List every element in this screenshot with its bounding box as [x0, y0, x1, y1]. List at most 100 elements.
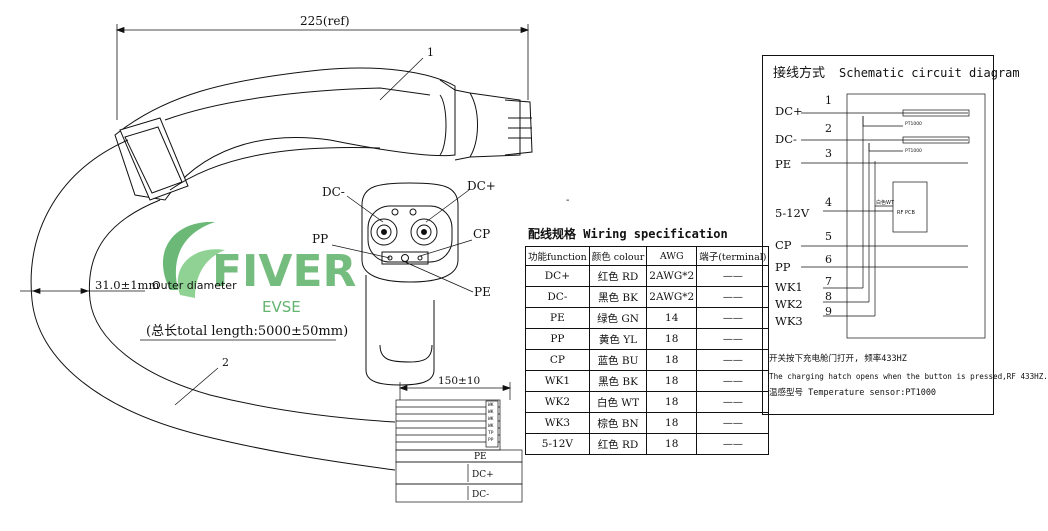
cell-terminal: —— [696, 391, 770, 413]
small-label-wk3: WK [488, 416, 494, 422]
pin-number: 7 [825, 275, 832, 288]
cell-terminal: —— [696, 433, 770, 455]
pin-number: 5 [825, 230, 832, 243]
schematic-title-en: Schematic circuit diagram [839, 66, 1020, 80]
wiring-header-terminal: 端子(terminal) [696, 246, 770, 266]
front-label-pe: PE [474, 285, 491, 299]
cell-colour: 红色 RD [588, 265, 648, 287]
note-hatch-en: The charging hatch opens when the button… [769, 372, 1048, 381]
cell-function: WK2 [525, 391, 590, 413]
charging-gun-side-view [114, 67, 533, 201]
cell-terminal: —— [696, 412, 770, 434]
wiring-table: 功能function 颜色 colour AWG 端子(terminal) DC… [525, 246, 770, 455]
cable-end-dc-plus: DC+ [472, 470, 494, 480]
small-label-tp: TP [488, 430, 494, 436]
small-label-wk4: WK [488, 423, 494, 429]
fiver-watermark-logo [162, 221, 225, 298]
white-wire-label: 白色WT [876, 199, 895, 206]
pt1000-label-1: PT1000 [905, 121, 922, 127]
note-sensor: 温感型号 Temperature sensor:PT1000 [769, 388, 937, 398]
outer-diameter-value: 31.0±1mm [95, 278, 159, 292]
cable-end-length: 150±10 [438, 375, 480, 387]
schematic-notes: 开关按下充电舱门打开, 频率433HZ The charging hatch o… [769, 351, 1048, 402]
front-label-dc-minus: DC- [322, 185, 345, 199]
watermark-sub: EVSE [262, 298, 301, 316]
pin-number: 8 [825, 290, 832, 303]
pin-label: PP [775, 260, 791, 274]
pin-label: WK1 [775, 280, 803, 294]
dash-mark: - [566, 195, 569, 206]
pin-label: PE [775, 157, 792, 171]
pin-number: 4 [825, 196, 832, 209]
cell-awg: 2AWG*2 [646, 286, 698, 308]
cell-function: PP [525, 328, 590, 350]
pin-label: DC+ [775, 104, 803, 118]
pin-number: 1 [825, 94, 832, 107]
cell-terminal: —— [696, 370, 770, 392]
pin-label: DC- [775, 132, 797, 146]
cell-function: DC- [525, 286, 590, 308]
cell-function: CP [525, 349, 590, 371]
top-dimension-label: 225(ref) [300, 14, 350, 28]
cell-awg: 2AWG*2 [646, 265, 698, 287]
small-label-wk2: WK [488, 409, 494, 415]
note-hatch-cn: 开关按下充电舱门打开, 频率433HZ [769, 354, 907, 364]
wiring-title: 配线规格 Wiring specification [528, 227, 728, 241]
rf-pcb-label: RF PCB [897, 210, 915, 216]
charging-cable [30, 139, 396, 471]
cell-function: DC+ [525, 265, 590, 287]
cell-function: PE [525, 307, 590, 329]
pin-label: 5-12V [775, 206, 810, 220]
cable-end-dimension [398, 382, 512, 400]
cell-awg: 14 [646, 307, 698, 329]
cell-function: WK1 [525, 370, 590, 392]
pin-number: 2 [825, 122, 832, 135]
cell-colour: 棕色 BN [588, 412, 648, 434]
cable-end-small-labels: WK WK WK WK TP PP [488, 402, 494, 443]
watermark-brand: FIVER [212, 246, 356, 297]
front-label-cp: CP [473, 227, 490, 241]
drawing-canvas: 225(ref) FIVER EVSE 1 2 31.0±1mm Outer d… [20, 14, 569, 503]
cell-colour: 黄色 YL [588, 328, 648, 350]
top-dimension [115, 24, 530, 120]
schematic-panel: 接线方式 Schematic circuit diagram [762, 55, 1048, 415]
cell-terminal: —— [696, 307, 770, 329]
outer-diameter-dimension [20, 288, 145, 294]
pin-label: CP [775, 238, 792, 252]
small-label-wk1: WK [488, 402, 494, 408]
front-label-pp: PP [312, 232, 328, 246]
pin-label: WK2 [775, 297, 803, 311]
cell-awg: 18 [646, 412, 698, 434]
connector-front-view [361, 182, 459, 386]
cell-function: WK3 [525, 412, 590, 434]
cell-colour: 白色 WT [588, 391, 648, 413]
cell-awg: 18 [646, 328, 698, 350]
pt1000-label-2: PT1000 [905, 148, 922, 154]
cable-end-wires [395, 399, 523, 503]
front-leader-lines [331, 189, 474, 293]
part-2-number: 2 [222, 356, 229, 369]
pin-label: WK3 [775, 314, 803, 328]
pin-number: 3 [825, 147, 832, 160]
small-label-pp: PP [488, 437, 494, 443]
cell-terminal: —— [696, 328, 770, 350]
wiring-header-function: 功能function [525, 246, 590, 266]
wiring-header-row: 功能function 颜色 colour AWG 端子(terminal) [525, 246, 770, 266]
cell-colour: 黑色 BK [588, 370, 648, 392]
total-length-label: (总长total length:5000±50mm) [146, 324, 348, 339]
wiring-specification: 配线规格 Wiring specification 功能function 颜色 … [525, 225, 770, 455]
schematic-lines: PT1000 PT1000 白色WT RF PCB [801, 93, 986, 339]
cell-awg: 18 [646, 391, 698, 413]
wiring-header-colour: 颜色 colour [588, 246, 648, 266]
cell-terminal: —— [696, 286, 770, 308]
schematic-title-cn: 接线方式 [773, 66, 826, 81]
cell-awg: 18 [646, 370, 698, 392]
